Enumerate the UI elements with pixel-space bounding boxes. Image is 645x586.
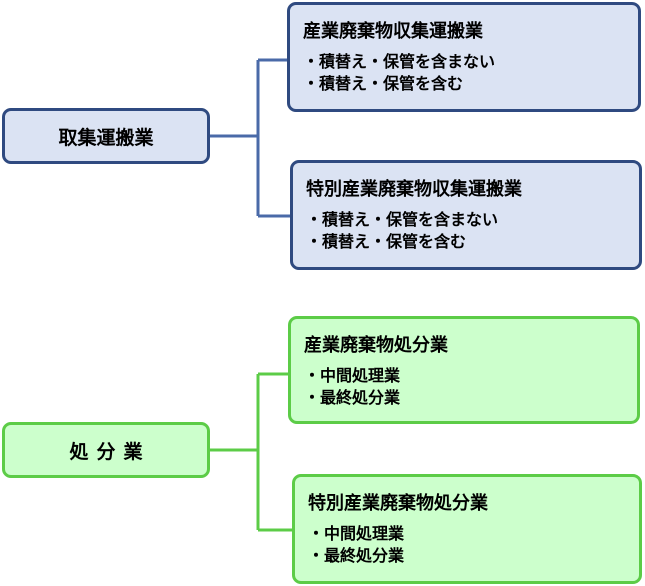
- root-label-disposal: 処分業: [69, 440, 151, 463]
- item-list: 中間処理業 最終処分業: [308, 523, 404, 567]
- transport-connector: [208, 58, 291, 218]
- child-box-industrial-disposal: 産業廃棄物処分業 中間処理業 最終処分業: [288, 316, 640, 424]
- list-item: 中間処理業: [308, 523, 404, 545]
- list-item: 積替え・保管を含まない: [306, 209, 498, 231]
- list-item: 最終処分業: [304, 387, 400, 409]
- child-title: 産業廃棄物処分業: [304, 335, 448, 356]
- root-label-transport: 取集運搬業: [58, 126, 154, 149]
- list-item: 積替え・保管を含む: [303, 73, 495, 95]
- item-list: 積替え・保管を含まない 積替え・保管を含む: [303, 51, 495, 95]
- list-item: 最終処分業: [308, 545, 404, 567]
- child-box-industrial-transport: 産業廃棄物収集運搬業 積替え・保管を含まない 積替え・保管を含む: [287, 2, 641, 112]
- disposal-connector: [208, 372, 293, 532]
- child-title: 特別産業廃棄物収集運搬業: [306, 179, 522, 200]
- child-box-special-disposal: 特別産業廃棄物処分業 中間処理業 最終処分業: [292, 474, 642, 584]
- child-box-special-transport: 特別産業廃棄物収集運搬業 積替え・保管を含まない 積替え・保管を含む: [290, 160, 642, 270]
- item-list: 積替え・保管を含まない 積替え・保管を含む: [306, 209, 498, 253]
- list-item: 中間処理業: [304, 365, 400, 387]
- root-box-transport: 取集運搬業: [2, 108, 210, 164]
- child-title: 特別産業廃棄物処分業: [308, 493, 488, 514]
- list-item: 積替え・保管を含む: [306, 231, 498, 253]
- item-list: 中間処理業 最終処分業: [304, 365, 400, 409]
- child-title: 産業廃棄物収集運搬業: [303, 21, 483, 42]
- list-item: 積替え・保管を含まない: [303, 51, 495, 73]
- root-box-disposal: 処分業: [2, 422, 210, 478]
